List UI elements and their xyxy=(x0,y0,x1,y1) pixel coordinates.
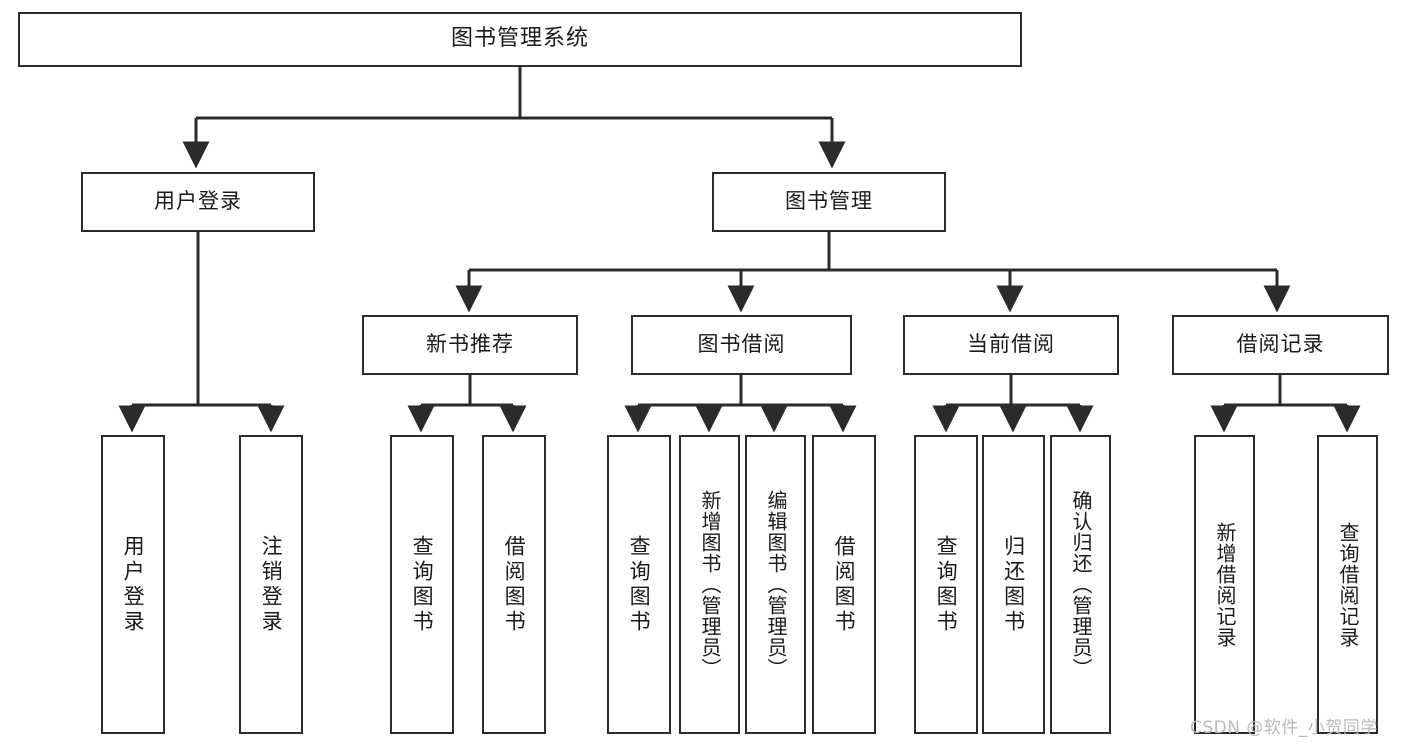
node-current-borrow[interactable]: 当前借阅 xyxy=(903,315,1119,375)
node-label: 当前借阅 xyxy=(967,332,1055,357)
node-label: 查询图书 xyxy=(934,534,959,635)
node-label: 注销登录 xyxy=(259,534,284,635)
node-book-borrow[interactable]: 图书借阅 xyxy=(631,315,852,375)
node-borrow-record[interactable]: 借阅记录 xyxy=(1172,315,1389,375)
leaf-query-books-recommend[interactable]: 查询图书 xyxy=(390,435,454,734)
node-label: 查询图书 xyxy=(410,534,435,635)
leaf-add-borrow-record[interactable]: 新增借阅记录 xyxy=(1194,435,1255,734)
node-label: 图书管理 xyxy=(785,189,873,214)
node-label: 编辑图书（管理员） xyxy=(764,490,788,679)
node-label: 新书推荐 xyxy=(426,332,514,357)
node-label: 查询图书 xyxy=(627,534,652,635)
leaf-add-book-admin[interactable]: 新增图书（管理员） xyxy=(679,435,740,734)
node-label: 借阅图书 xyxy=(502,534,527,635)
node-label: 图书管理系统 xyxy=(450,26,589,52)
leaf-confirm-return-admin[interactable]: 确认归还（管理员） xyxy=(1050,435,1111,734)
node-label: 新增图书（管理员） xyxy=(698,490,722,679)
node-label: 确认归还（管理员） xyxy=(1069,490,1093,679)
node-label: 借阅记录 xyxy=(1236,332,1325,357)
leaf-return-books[interactable]: 归还图书 xyxy=(982,435,1045,734)
node-label: 用户登录 xyxy=(121,534,146,635)
node-label: 归还图书 xyxy=(1001,534,1026,635)
leaf-borrow-books-recommend[interactable]: 借阅图书 xyxy=(482,435,546,734)
node-root-system[interactable]: 图书管理系统 xyxy=(18,12,1022,67)
node-user-login[interactable]: 用户登录 xyxy=(81,172,315,232)
leaf-edit-book-admin[interactable]: 编辑图书（管理员） xyxy=(745,435,806,734)
leaf-logout[interactable]: 注销登录 xyxy=(239,435,303,734)
leaf-user-login[interactable]: 用户登录 xyxy=(101,435,165,734)
node-new-book-recommend[interactable]: 新书推荐 xyxy=(362,315,578,375)
node-label: 查询借阅记录 xyxy=(1336,521,1360,648)
node-label: 新增借阅记录 xyxy=(1213,521,1237,648)
leaf-query-books-borrow[interactable]: 查询图书 xyxy=(607,435,671,734)
node-label: 图书借阅 xyxy=(697,332,786,357)
node-book-management[interactable]: 图书管理 xyxy=(712,172,946,232)
leaf-borrow-books-borrow[interactable]: 借阅图书 xyxy=(812,435,876,734)
node-label: 用户登录 xyxy=(154,189,242,214)
leaf-query-borrow-record[interactable]: 查询借阅记录 xyxy=(1317,435,1378,734)
node-label: 借阅图书 xyxy=(832,534,857,635)
leaf-query-books-current[interactable]: 查询图书 xyxy=(914,435,978,734)
